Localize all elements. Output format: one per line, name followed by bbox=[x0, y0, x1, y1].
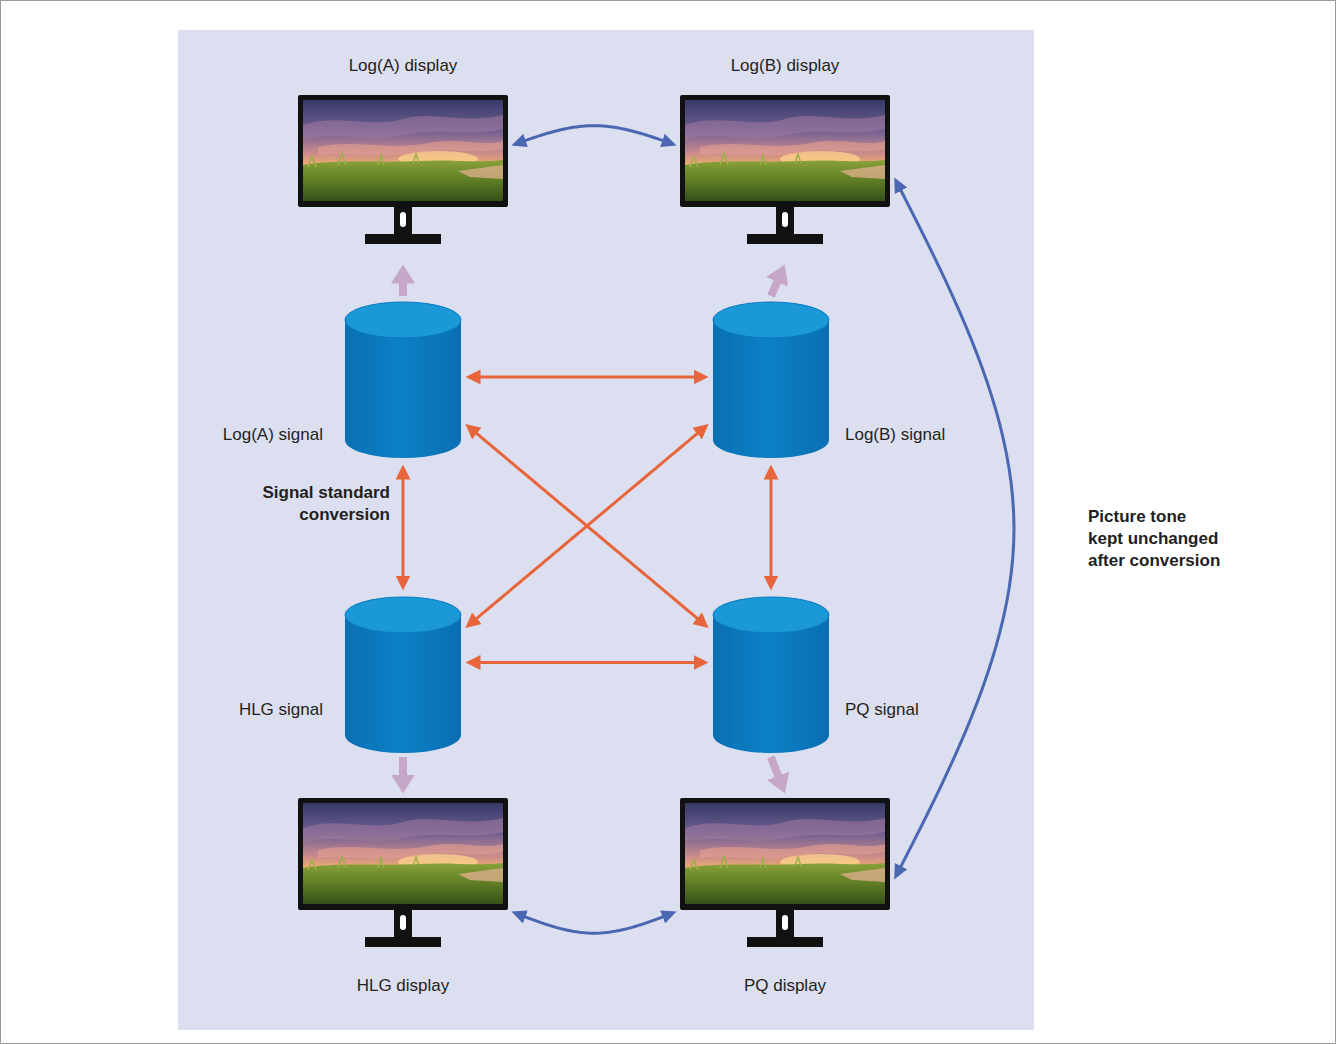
node-label: Log(A) display bbox=[349, 55, 458, 77]
monitor-neck bbox=[394, 207, 412, 234]
cylinder-body bbox=[345, 615, 461, 753]
display-node: PQ display bbox=[680, 798, 890, 947]
landscape-picture bbox=[303, 803, 503, 904]
monitor-base bbox=[365, 937, 441, 947]
grass bbox=[303, 160, 503, 201]
signal-cylinder: Log(B) signal bbox=[713, 302, 829, 458]
cylinder-body bbox=[345, 320, 461, 458]
cylinder-body bbox=[713, 615, 829, 753]
landscape-picture bbox=[685, 100, 885, 201]
cloud bbox=[318, 141, 503, 155]
conversion-note: Signal standard conversion bbox=[262, 482, 390, 526]
neck-slot bbox=[400, 212, 406, 227]
cloud bbox=[685, 115, 885, 139]
node-label: PQ signal bbox=[845, 699, 919, 721]
monitor-shape bbox=[680, 95, 890, 244]
monitor-bezel bbox=[298, 95, 508, 207]
grass bbox=[685, 160, 885, 201]
connector-arrow bbox=[525, 917, 663, 934]
water bbox=[840, 165, 885, 179]
landscape-picture bbox=[685, 803, 885, 904]
cylinder-shape bbox=[345, 597, 461, 753]
display-node: HLG display bbox=[298, 798, 508, 947]
connector-arrow bbox=[480, 661, 694, 664]
monitor-base bbox=[365, 234, 441, 244]
signal-cylinder: PQ signal bbox=[713, 597, 829, 753]
connector-arrow bbox=[476, 433, 697, 618]
cloud bbox=[303, 115, 503, 139]
node-label: HLG signal bbox=[239, 699, 323, 721]
water bbox=[840, 868, 885, 882]
cylinder-body bbox=[713, 320, 829, 458]
cloud bbox=[685, 818, 885, 842]
sky bbox=[685, 803, 885, 904]
node-label: Log(B) signal bbox=[845, 424, 945, 446]
signal-cylinder: HLG signal bbox=[345, 597, 461, 753]
cloud bbox=[700, 844, 885, 858]
grass-tufts bbox=[308, 153, 419, 167]
display-node: Log(A) display bbox=[298, 95, 508, 244]
monitor-neck bbox=[776, 910, 794, 937]
monitor-bezel bbox=[298, 798, 508, 910]
sky bbox=[303, 100, 503, 201]
monitor-neck bbox=[394, 910, 412, 937]
cylinder-shape bbox=[345, 302, 461, 458]
node-label: HLG display bbox=[357, 975, 450, 997]
connector-arrow bbox=[480, 375, 694, 378]
grass-tufts bbox=[690, 856, 801, 870]
connector-arrow bbox=[525, 126, 663, 141]
connector-arrow bbox=[771, 281, 777, 296]
sky bbox=[303, 803, 503, 904]
signal-cylinder: Log(A) signal bbox=[345, 302, 461, 458]
connector-arrow bbox=[402, 479, 405, 576]
connector-arrow bbox=[901, 190, 1014, 866]
neck-slot bbox=[400, 915, 406, 930]
monitor-base bbox=[747, 234, 823, 244]
cloud bbox=[700, 141, 885, 155]
monitor-shape bbox=[680, 798, 890, 947]
node-label: Log(A) signal bbox=[223, 424, 323, 446]
monitor-base bbox=[747, 937, 823, 947]
connector-arrow bbox=[476, 433, 697, 618]
connector-arrow bbox=[399, 283, 407, 296]
cylinder-top bbox=[713, 597, 829, 633]
cylinder-top bbox=[345, 302, 461, 338]
connector-arrow bbox=[770, 479, 773, 576]
node-label: Log(B) display bbox=[731, 55, 840, 77]
grass-tufts bbox=[690, 153, 801, 167]
monitor-bezel bbox=[680, 95, 890, 207]
monitor-bezel bbox=[680, 798, 890, 910]
display-node: Log(B) display bbox=[680, 95, 890, 244]
cylinder-top bbox=[345, 597, 461, 633]
grass bbox=[303, 863, 503, 904]
connector-arrow bbox=[399, 757, 407, 775]
monitor-shape bbox=[298, 95, 508, 244]
landscape-picture bbox=[303, 100, 503, 201]
monitor-neck bbox=[776, 207, 794, 234]
cylinder-shape bbox=[713, 302, 829, 458]
cloud bbox=[318, 844, 503, 858]
grass-tufts bbox=[308, 856, 419, 870]
neck-slot bbox=[782, 212, 788, 227]
panel-ground bbox=[178, 30, 1034, 1030]
monitor-shape bbox=[298, 798, 508, 947]
neck-slot bbox=[782, 915, 788, 930]
cylinder-shape bbox=[713, 597, 829, 753]
water bbox=[458, 868, 503, 882]
cylinder-top bbox=[713, 302, 829, 338]
water bbox=[458, 165, 503, 179]
grass bbox=[685, 863, 885, 904]
cloud bbox=[303, 818, 503, 842]
sky bbox=[685, 100, 885, 201]
node-label: PQ display bbox=[744, 975, 826, 997]
connector-arrow bbox=[771, 757, 778, 776]
tone-note: Picture tone kept unchanged after conver… bbox=[1088, 506, 1221, 572]
